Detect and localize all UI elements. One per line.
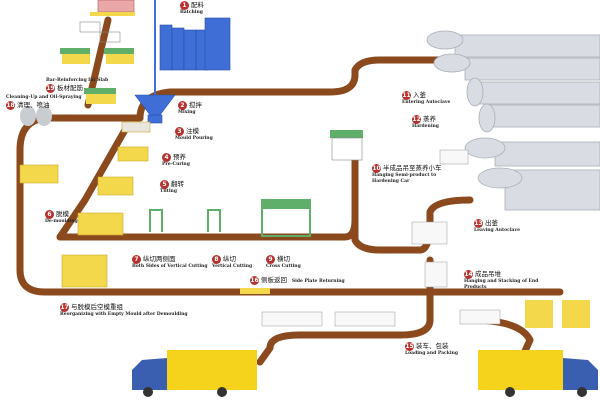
step-badge: 8 bbox=[212, 255, 221, 264]
step-badge: 10 bbox=[372, 164, 381, 173]
step-badge: 17 bbox=[60, 303, 69, 312]
step-badge: 13 bbox=[474, 219, 483, 228]
end-product-yellow-blocks bbox=[525, 300, 590, 328]
product-stacks bbox=[261, 149, 501, 327]
step-badge: 1 bbox=[180, 1, 189, 10]
step-badge: 18 bbox=[6, 101, 15, 110]
side-plate bbox=[240, 288, 270, 294]
step-badge: 2 bbox=[178, 101, 187, 110]
step-badge: 19 bbox=[46, 84, 55, 93]
step-badge: 4 bbox=[162, 153, 171, 162]
cutting-frames bbox=[149, 199, 311, 237]
rebar-racks bbox=[60, 48, 134, 104]
step-badge: 12 bbox=[412, 115, 421, 124]
hardening-car bbox=[330, 130, 363, 161]
cleaning-station bbox=[20, 106, 52, 126]
step-badge: 14 bbox=[464, 270, 473, 279]
conveyor-end-products bbox=[256, 256, 434, 366]
step-badge: 15 bbox=[405, 342, 414, 351]
step-badge: 3 bbox=[175, 127, 184, 136]
truck-left bbox=[132, 350, 257, 397]
batching-silos bbox=[134, 0, 231, 124]
step-badge: 7 bbox=[132, 255, 141, 264]
step-badge: 16 bbox=[250, 276, 259, 285]
conveyor-diagonal bbox=[56, 126, 129, 241]
truck-right bbox=[478, 350, 598, 397]
step-badge: 5 bbox=[160, 180, 169, 189]
moulds bbox=[19, 121, 151, 288]
rebar-machine bbox=[79, 0, 135, 43]
autoclaves bbox=[426, 30, 600, 211]
step-badge: 6 bbox=[45, 210, 54, 219]
step-badge: 9 bbox=[266, 255, 275, 264]
step-badge: 11 bbox=[402, 91, 411, 100]
